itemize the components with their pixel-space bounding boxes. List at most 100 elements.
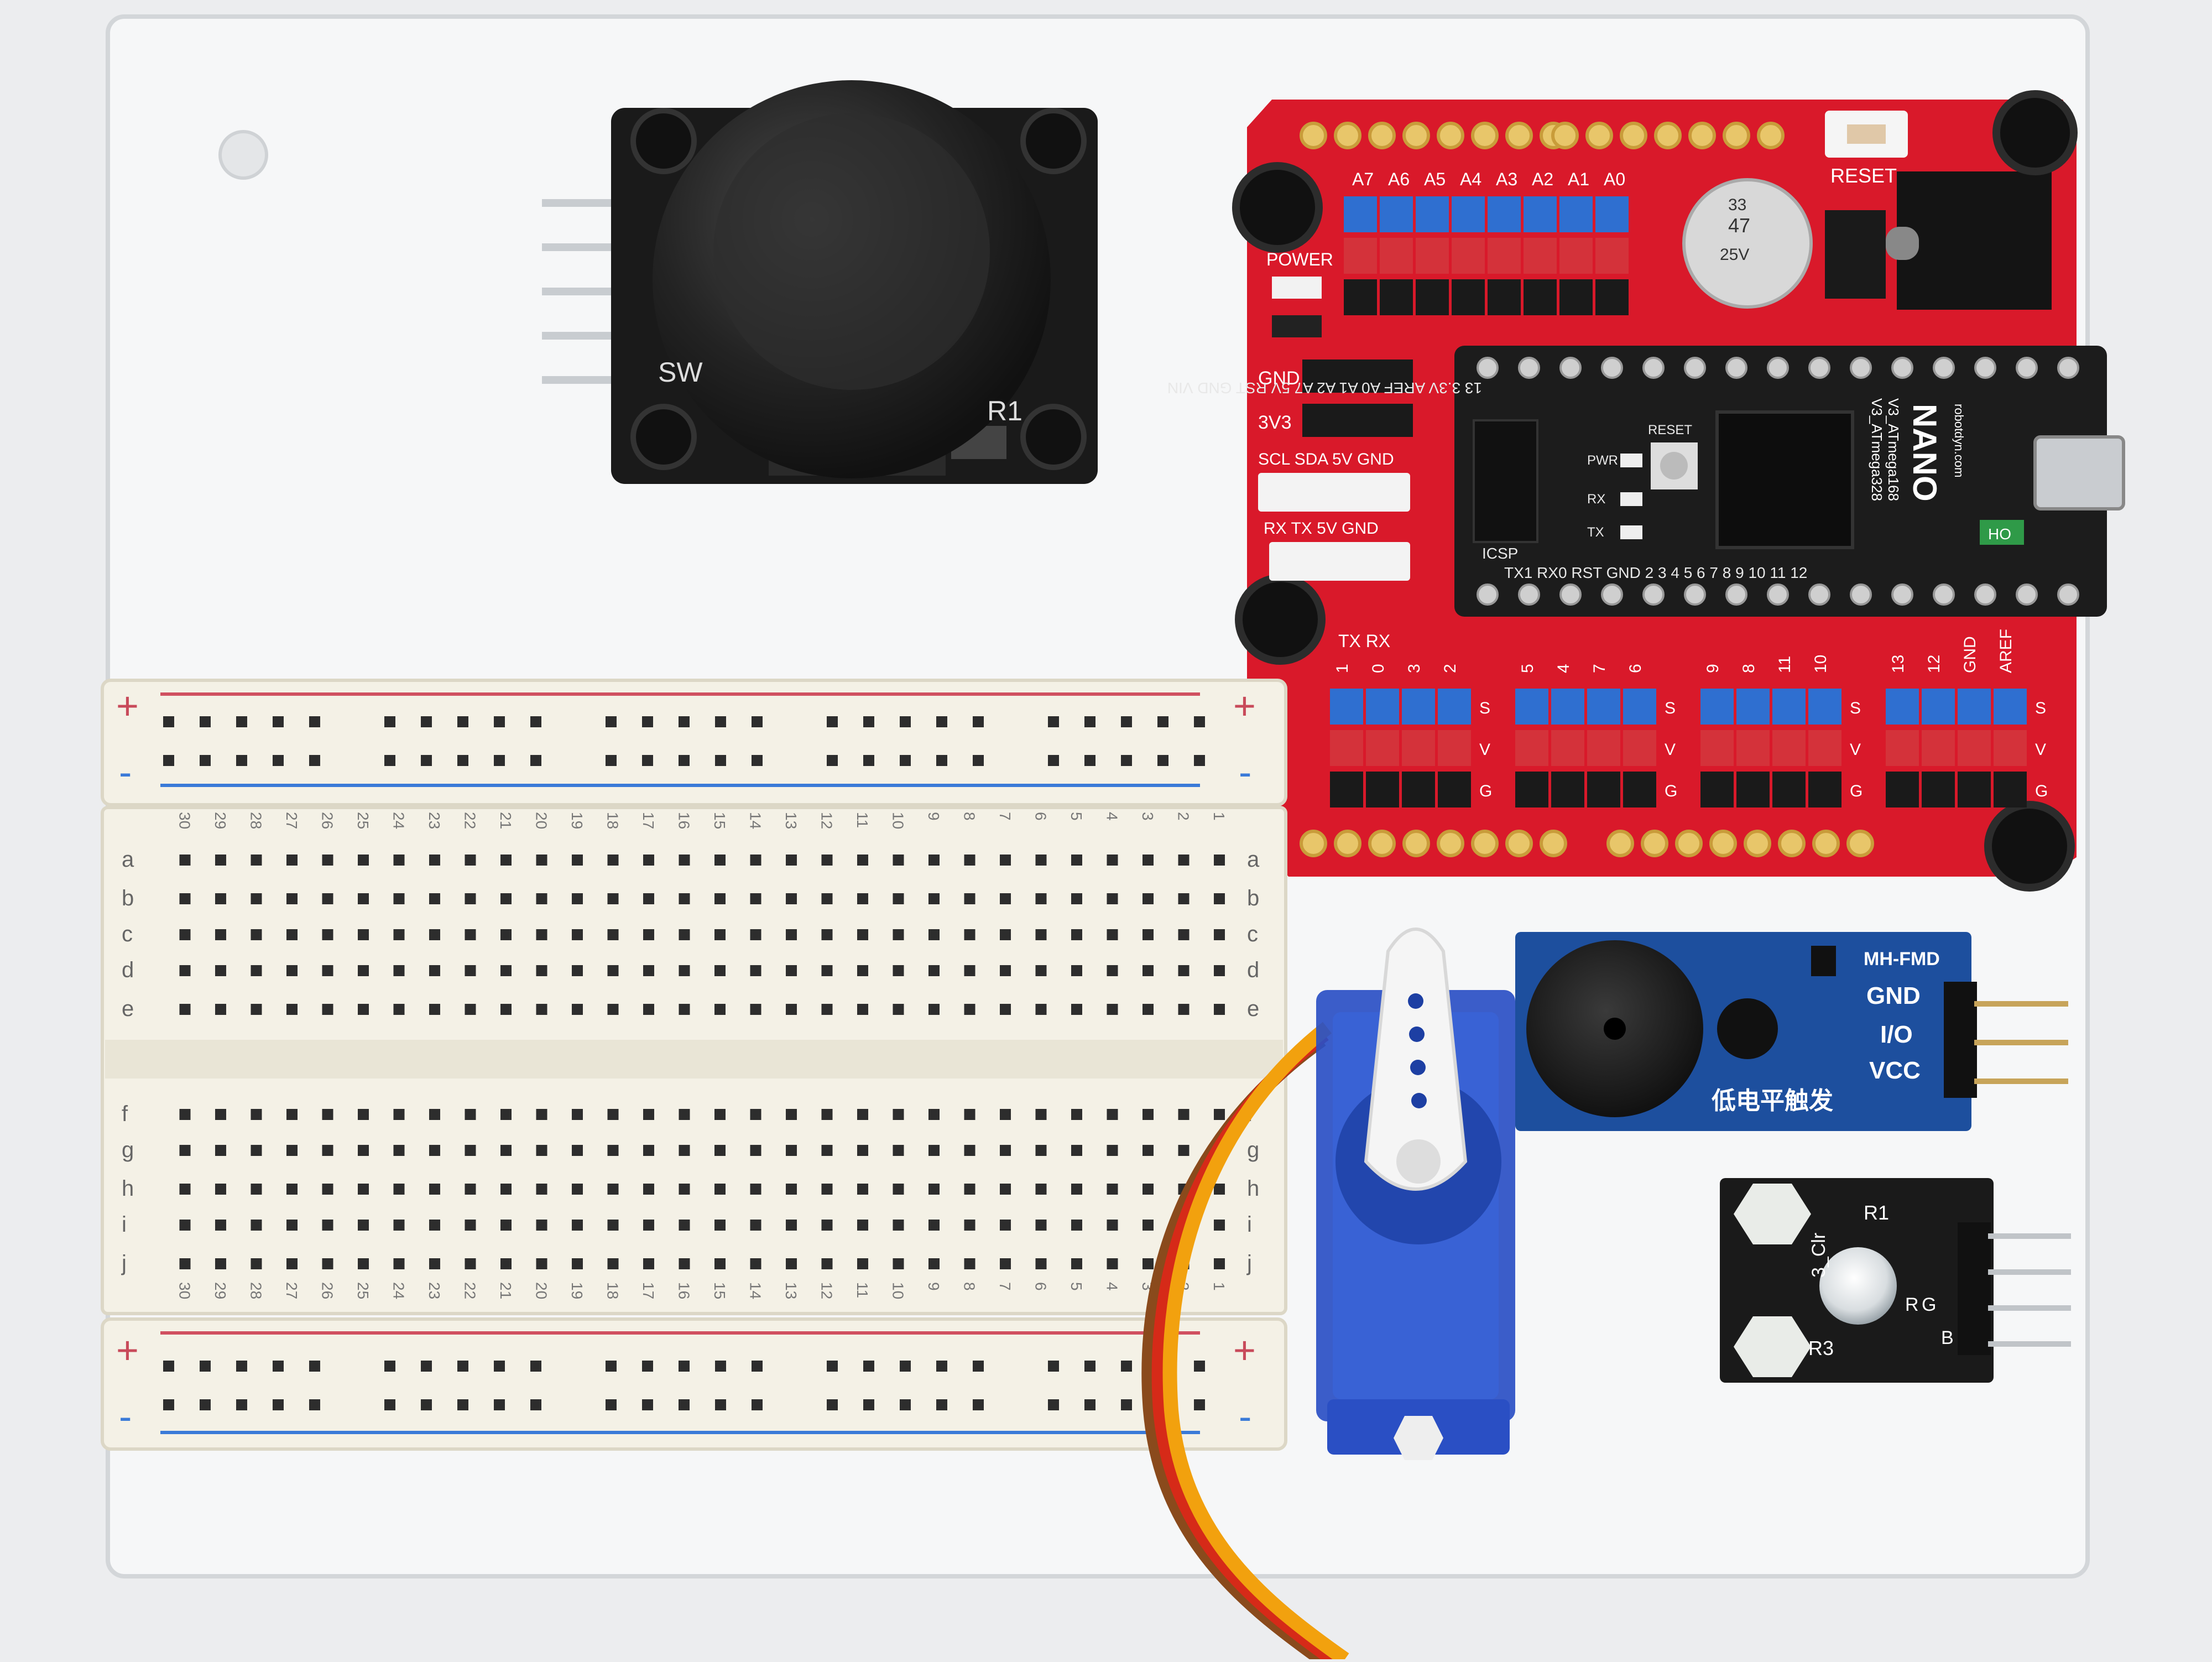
breadboard-hole [286, 965, 298, 976]
column-number: 30 [176, 812, 194, 829]
header-pin [1488, 238, 1521, 274]
breadboard-hole [973, 716, 984, 727]
through-hole [1641, 830, 1668, 857]
row-letter-j: j [121, 1251, 127, 1275]
svg-letter: V [1479, 741, 1490, 759]
breadboard-hole [857, 1145, 868, 1156]
column-number: 5 [1068, 1282, 1085, 1291]
breadboard-hole [494, 755, 505, 766]
breadboard-hole [572, 1258, 583, 1269]
breadboard-hole [286, 1109, 298, 1120]
breadboard-hole [421, 716, 432, 727]
header-pin [1366, 689, 1399, 725]
breadboard-hole [286, 1184, 298, 1195]
uart-connector[interactable] [1269, 542, 1410, 581]
breadboard-hole [607, 1004, 619, 1015]
breadboard-hole [236, 1361, 247, 1372]
breadboard-hole [607, 1220, 619, 1231]
breadboard-hole [1071, 1184, 1082, 1195]
breadboard-hole [215, 855, 226, 866]
breadboard-hole [536, 965, 547, 976]
through-hole [1812, 830, 1840, 857]
breadboard-hole [1000, 855, 1011, 866]
uart-label: RX TX 5V GND [1264, 519, 1379, 538]
nano-pin [1684, 583, 1706, 606]
column-number: 15 [711, 1282, 728, 1299]
breadboard-hole [251, 965, 262, 976]
breadboard-hole [1142, 965, 1154, 976]
breadboard-hole [643, 1184, 654, 1195]
breadboard-hole [421, 1399, 432, 1410]
digital-label: 6 [1626, 664, 1645, 673]
header-pin [1438, 730, 1471, 766]
row-letter-f: f [122, 1102, 128, 1126]
servo-horn[interactable] [1364, 928, 1468, 1191]
breadboard-hole [964, 965, 975, 976]
breadboard-hole [457, 1399, 468, 1410]
breadboard-hole [1178, 1109, 1190, 1120]
breadboard-hole [863, 716, 874, 727]
breadboard-hole [928, 1258, 940, 1269]
joystick-module[interactable]: SW R1 [542, 80, 1098, 484]
breadboard-hole [572, 893, 583, 904]
header-pin [1808, 689, 1841, 725]
breadboard: + + - - + + - - 112233445566778899101011… [101, 679, 1287, 1451]
nano-pin [1559, 357, 1582, 379]
row-letter-g: g [1247, 1138, 1259, 1162]
header-pin [1344, 196, 1377, 232]
rgb-g-label: G [1922, 1294, 1936, 1315]
breadboard-hole [457, 755, 468, 766]
breadboard-hole [179, 965, 191, 976]
breadboard-hole [530, 755, 541, 766]
through-hole [1437, 830, 1464, 857]
breadboard-hole [715, 755, 726, 766]
breadboard-hole [358, 1109, 369, 1120]
breadboard-hole [1107, 855, 1118, 866]
dc-barrel-jack[interactable] [1886, 171, 2052, 310]
micro-usb-port[interactable] [2033, 435, 2125, 510]
column-number: 16 [676, 812, 693, 829]
breadboard-hole [1142, 1184, 1154, 1195]
breadboard-hole [322, 1109, 333, 1120]
breadboard-hole [309, 1361, 320, 1372]
breadboard-hole [536, 855, 547, 866]
svg-text:33: 33 [1728, 196, 1746, 214]
digital-label: 2 [1441, 664, 1459, 673]
row-letter-a: a [122, 847, 134, 872]
breadboard-hole [679, 1220, 690, 1231]
breadboard-hole [857, 855, 868, 866]
breadboard-hole [715, 716, 726, 727]
breadboard-hole [393, 1184, 405, 1195]
nano-pin [1767, 583, 1789, 606]
breadboard-hole [786, 1004, 797, 1015]
breadboard-hole [606, 1399, 617, 1410]
breadboard-hole [821, 1004, 833, 1015]
breadboard-hole [286, 1258, 298, 1269]
buzzer-transistor [1717, 998, 1778, 1059]
breadboard-hole [1178, 893, 1190, 904]
digital-label: 13 [1889, 655, 1907, 673]
i2c-connector[interactable] [1258, 473, 1410, 512]
breadboard-hole [827, 716, 838, 727]
breadboard-hole [1178, 1004, 1190, 1015]
header-pin [1886, 689, 1919, 725]
breadboard-hole [786, 1258, 797, 1269]
breadboard-hole [429, 1258, 440, 1269]
breadboard-hole [714, 1258, 726, 1269]
breadboard-hole [1194, 1361, 1205, 1372]
header-pin [1559, 196, 1593, 232]
column-number: 1 [1211, 1282, 1228, 1291]
breadboard-hole [643, 855, 654, 866]
breadboard-hole [936, 1399, 947, 1410]
column-number: 20 [533, 812, 550, 829]
breadboard-hole [286, 1220, 298, 1231]
breadboard-hole [1035, 1109, 1047, 1120]
breadboard-hole [465, 1220, 476, 1231]
breadboard-hole [429, 1184, 440, 1195]
svg-text:25V: 25V [1720, 246, 1749, 264]
breadboard-hole [821, 1109, 833, 1120]
servo-motor[interactable] [1316, 928, 1515, 1460]
nano-pin [2016, 357, 2038, 379]
standoff [1235, 574, 1326, 665]
